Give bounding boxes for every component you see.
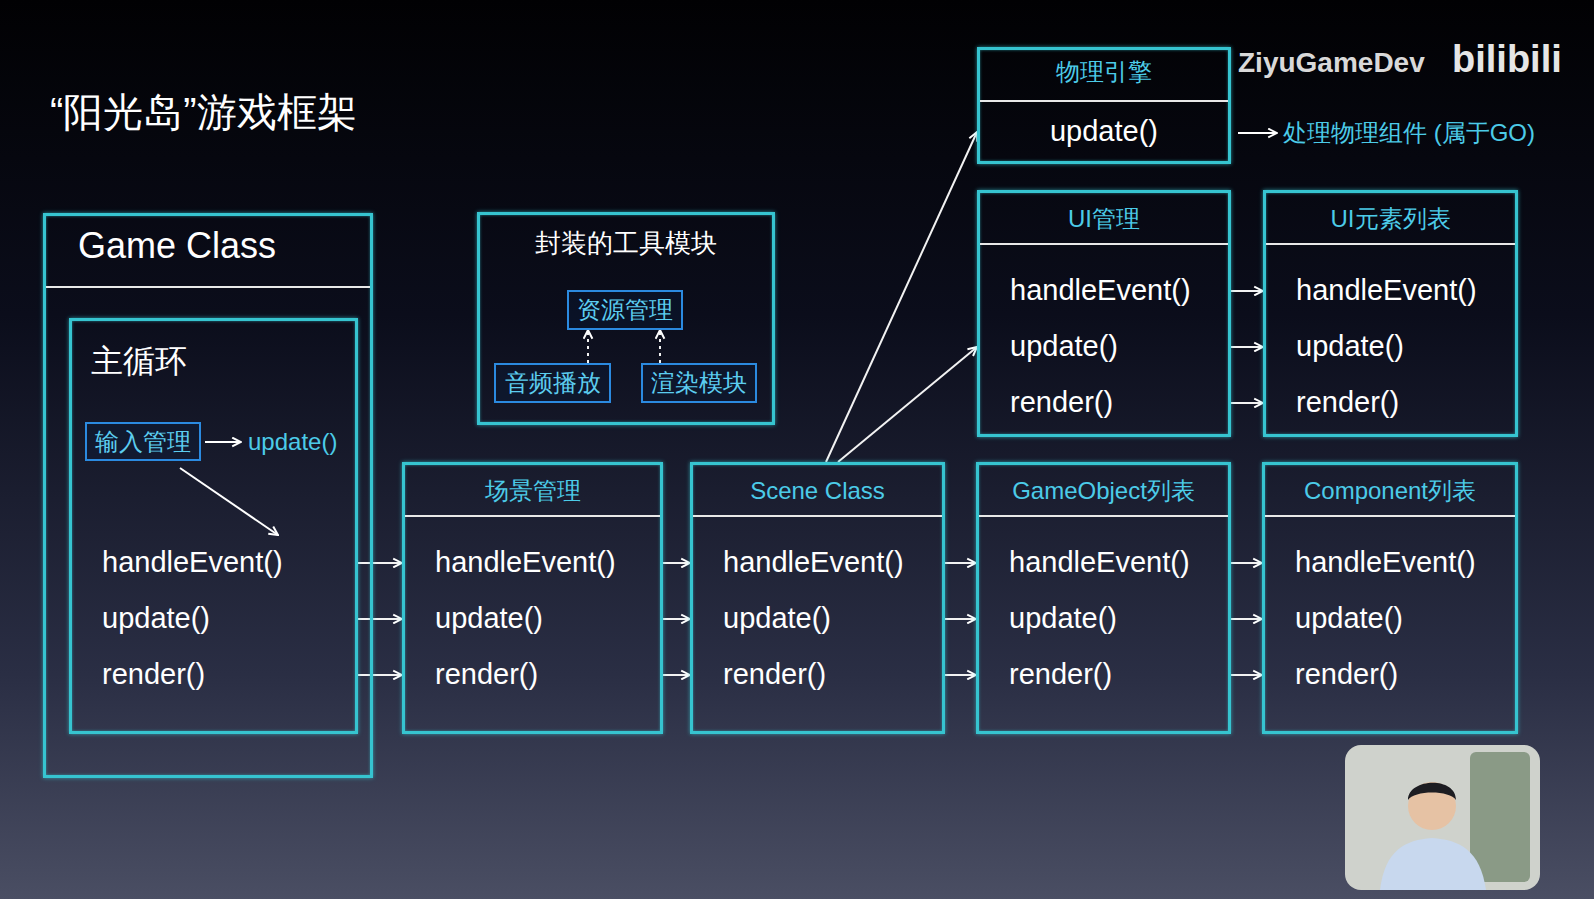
method-label: render() [1009, 656, 1112, 694]
module-box: Component列表 handleEvent() update() render() [1262, 462, 1518, 734]
submodule-box: 渲染模块 [641, 363, 757, 403]
flow-arrow [1231, 290, 1263, 292]
header-divider [980, 100, 1228, 102]
flow-arrow [1231, 346, 1263, 348]
method-label: update() [1009, 600, 1117, 638]
method-label: handleEvent() [1010, 272, 1191, 310]
diagram-title: “阳光岛”游戏框架 [50, 86, 357, 138]
box-heading: 渲染模块 [651, 367, 747, 398]
method-label: update() [1296, 328, 1404, 366]
method-label: update() [248, 426, 337, 457]
method-label: handleEvent() [435, 544, 616, 582]
method-label: render() [1296, 384, 1399, 422]
module-box: Game Class 主循环 update() handleEvent() update… [43, 213, 373, 778]
box-heading: Game Class [78, 223, 276, 270]
flow-arrow [945, 618, 976, 620]
flow-arrow [663, 674, 690, 676]
module-box: Scene Class handleEvent() update() render() [690, 462, 945, 734]
module-box: GameObject列表 handleEvent() update() render(… [976, 462, 1231, 734]
box-heading: Scene Class [750, 475, 885, 506]
watermark: ZiyuGameDev [1238, 45, 1425, 81]
submodule-box: 资源管理 [567, 290, 683, 330]
method-label: update() [723, 600, 831, 638]
box-heading: UI元素列表 [1331, 203, 1451, 234]
flow-arrow [358, 674, 402, 676]
flow-arrow [663, 562, 690, 564]
box-heading: 物理引擎 [1056, 56, 1152, 87]
flow-arrow [1231, 402, 1263, 404]
header-divider [1265, 515, 1515, 517]
flow-arrow [1231, 562, 1262, 564]
flow-arrow [838, 347, 977, 462]
webcam-overlay [1345, 745, 1540, 890]
method-label: handleEvent() [1009, 544, 1190, 582]
box-heading: 输入管理 [95, 426, 191, 457]
flow-arrow [1231, 618, 1262, 620]
flow-arrow [358, 618, 402, 620]
box-heading: 封装的工具模块 [535, 227, 717, 261]
header-divider [979, 515, 1228, 517]
submodule-box: 音频播放 [494, 363, 611, 403]
box-heading: Component列表 [1304, 475, 1476, 506]
box-heading: UI管理 [1068, 203, 1140, 234]
input-arrow [205, 441, 241, 443]
method-label: handleEvent() [723, 544, 904, 582]
flow-arrow [1231, 674, 1262, 676]
annotation-label: 处理物理组件 (属于GO) [1283, 117, 1535, 148]
method-label: update() [102, 600, 210, 638]
method-label: handleEvent() [102, 544, 283, 582]
input-arrow [180, 468, 278, 535]
method-label: update() [1010, 328, 1118, 366]
method-label: render() [102, 656, 205, 694]
box-heading: 主循环 [91, 341, 187, 383]
header-divider [405, 515, 660, 517]
header-divider [693, 515, 942, 517]
flow-arrow [358, 562, 402, 564]
flow-arrow [663, 618, 690, 620]
header-divider [980, 243, 1228, 245]
method-label: update() [435, 600, 543, 638]
header-divider [1266, 243, 1515, 245]
method-label: render() [1010, 384, 1113, 422]
method-label: update() [1295, 600, 1403, 638]
module-box: 场景管理 handleEvent() update() render() [402, 462, 663, 734]
module-box: UI管理 handleEvent() update() render() [977, 190, 1231, 437]
box-heading: 资源管理 [577, 294, 673, 325]
submodule-box: 输入管理 [85, 422, 201, 461]
header-divider [46, 286, 370, 288]
box-heading: 场景管理 [485, 475, 581, 506]
method-label: render() [435, 656, 538, 694]
flow-arrow [587, 330, 589, 363]
module-box: 封装的工具模块资源管理音频播放 渲染模块 [477, 212, 775, 425]
method-label: update() [1050, 113, 1158, 151]
method-label: render() [723, 656, 826, 694]
method-label: handleEvent() [1296, 272, 1477, 310]
flow-arrow [945, 674, 976, 676]
box-heading: GameObject列表 [1012, 475, 1195, 506]
leader-arrow [1238, 132, 1277, 134]
method-label: render() [1295, 656, 1398, 694]
module-box: 主循环 update() handleEvent() update() render()… [69, 318, 358, 734]
watermark: bilibili [1452, 35, 1562, 84]
method-label: handleEvent() [1295, 544, 1476, 582]
flow-arrow [826, 132, 977, 462]
module-box: UI元素列表 handleEvent() update() render() [1263, 190, 1518, 437]
box-heading: 音频播放 [505, 367, 601, 398]
flow-arrow [945, 562, 976, 564]
flow-arrow [659, 330, 661, 363]
module-box: 物理引擎 update() [977, 47, 1231, 164]
